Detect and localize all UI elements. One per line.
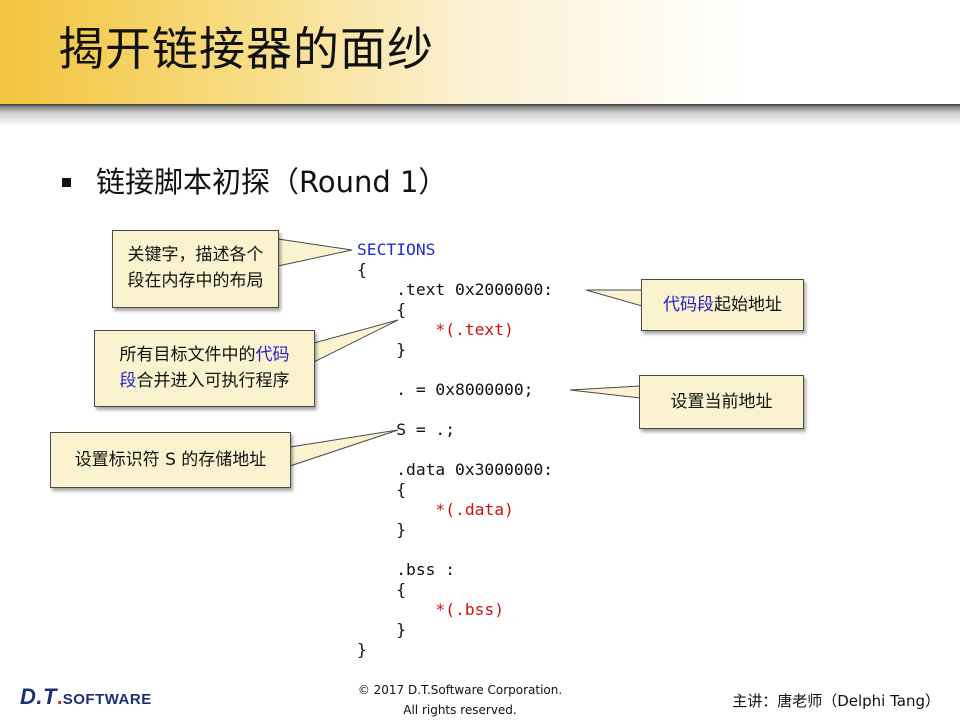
callout-text: 段在内存中的布局 — [127, 271, 264, 291]
code-line: { — [357, 480, 407, 499]
code-line: } — [357, 520, 407, 539]
callout-code-segment: 代码段起始地址 — [641, 279, 804, 331]
copyright-notice: © 2017 D.T.Software Corporation. All rig… — [340, 680, 580, 720]
code-token: *(.text) — [435, 320, 514, 339]
callout-text: 合并进入可执行程序 — [136, 371, 290, 391]
code-line: } — [357, 620, 407, 639]
code-line: { — [357, 580, 407, 599]
code-indent — [357, 500, 435, 519]
callout-highlight: 代码 — [255, 345, 290, 365]
code-blank-line — [357, 400, 553, 420]
code-line: .text 0x2000000: — [357, 280, 554, 299]
pointer-keyword — [277, 238, 353, 267]
linker-script-code: SECTIONS{ .text 0x2000000: { *(.text) } … — [357, 240, 553, 660]
callout-text: 设置标识符 S 的存储地址 — [74, 450, 267, 470]
code-line: *(.bss) — [357, 600, 553, 620]
callout-text: 所有目标文件中的 — [119, 345, 256, 365]
code-line: *(.data) — [357, 500, 553, 520]
copyright-line: All rights reserved. — [403, 703, 517, 717]
title-divider — [0, 104, 960, 126]
code-line: .bss : — [357, 560, 456, 579]
code-line: } — [357, 340, 407, 359]
bullet-square-icon — [62, 178, 71, 187]
callout-highlight: 代码段 — [663, 295, 714, 315]
copyright-line: © 2017 D.T.Software Corporation. — [357, 683, 563, 697]
code-blank-line — [357, 540, 553, 560]
pointer-current — [569, 385, 641, 399]
pointer-codeseg — [585, 289, 643, 307]
callout-merge-code: 所有目标文件中的代码 段合并进入可执行程序 — [94, 330, 315, 407]
code-indent — [357, 320, 435, 339]
code-line: .data 0x3000000: — [357, 460, 554, 479]
code-token: *(.bss) — [435, 600, 505, 619]
code-line: *(.text) — [357, 320, 553, 340]
code-line: { — [357, 300, 407, 319]
callout-highlight: 段 — [119, 371, 137, 391]
lecturer-label: 主讲：唐老师（Delphi Tang） — [732, 692, 940, 710]
callout-text-line: 所有目标文件中的代码 — [95, 343, 314, 368]
code-blank-line — [357, 360, 553, 380]
callout-text: 关键字，描述各个 — [127, 245, 264, 265]
title-bar: 揭开链接器的面纱 — [0, 0, 960, 104]
dt-software-logo: D.T.SOFTWARE — [20, 684, 152, 710]
logo-software: SOFTWARE — [62, 691, 152, 708]
logo-dt: D.T — [20, 684, 57, 709]
callout-current-address: 设置当前地址 — [639, 375, 804, 429]
code-line: S = .; — [357, 420, 456, 439]
logo-dot: . — [56, 688, 63, 709]
callout-text: 设置当前地址 — [670, 392, 773, 412]
code-indent — [357, 600, 435, 619]
slide-title: 揭开链接器的面纱 — [58, 22, 434, 76]
code-blank-line — [357, 440, 553, 460]
callout-text-line: 段合并进入可执行程序 — [95, 369, 314, 394]
code-token: *(.data) — [435, 500, 514, 519]
callout-keyword: 关键字，描述各个 段在内存中的布局 — [112, 230, 279, 308]
callout-text-line: 代码段起始地址 — [642, 293, 803, 318]
callout-symbol: 设置标识符 S 的存储地址 — [50, 432, 291, 488]
bullet-heading: 链接脚本初探（Round 1） — [96, 165, 448, 199]
code-line: . = 0x8000000; — [357, 380, 534, 399]
code-line: { — [357, 260, 367, 279]
code-line: SECTIONS — [357, 240, 436, 259]
code-line: } — [357, 640, 367, 659]
callout-text: 起始地址 — [714, 295, 782, 315]
